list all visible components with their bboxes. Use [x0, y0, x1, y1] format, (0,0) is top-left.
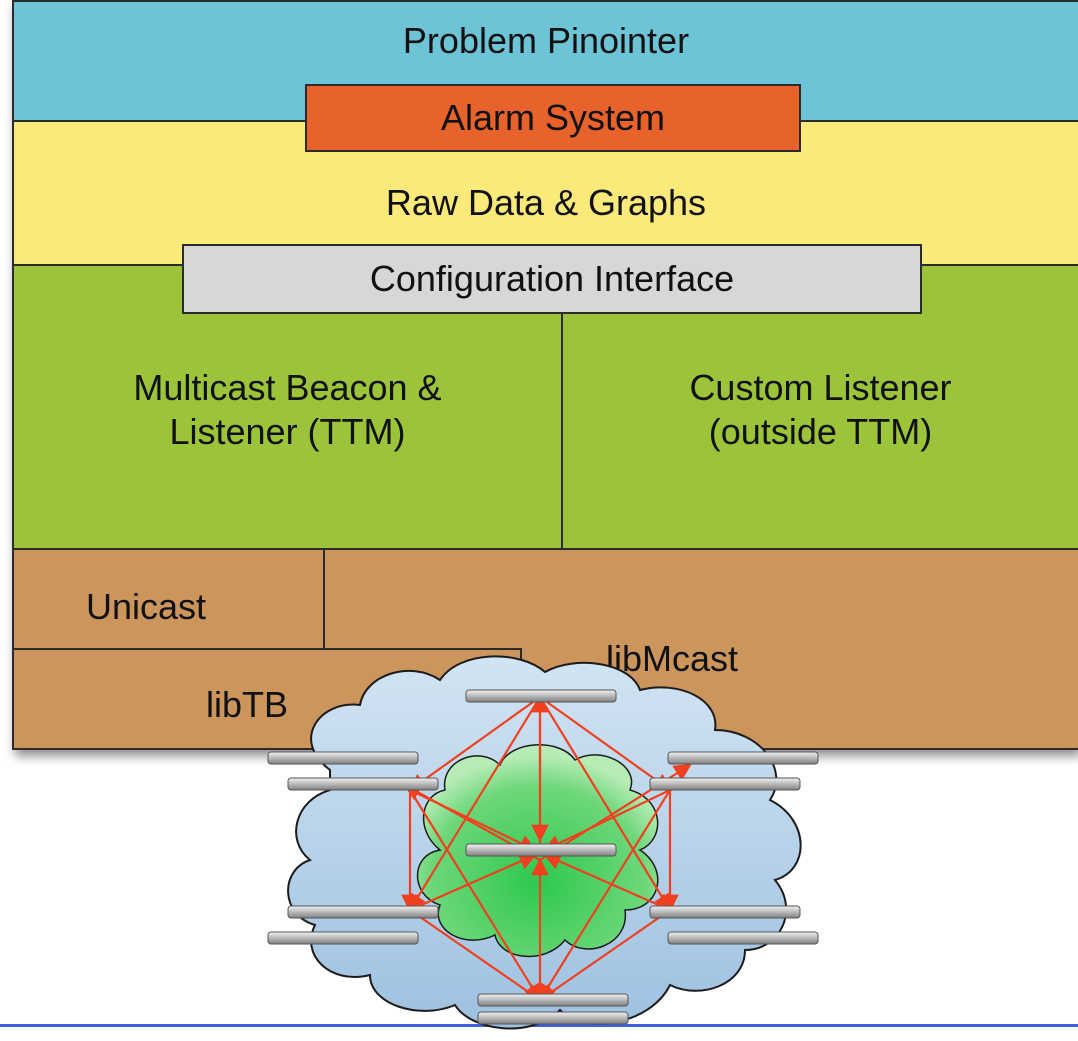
unicast-divider	[323, 550, 325, 650]
bottom-rule	[0, 1024, 1078, 1027]
libtb-top-rule	[14, 648, 522, 650]
raw-data-graphs-label: Raw Data & Graphs	[385, 182, 707, 224]
multicast-beacon-label: Multicast Beacon & Listener (TTM)	[133, 367, 442, 452]
alarm-system-box: Alarm System	[305, 84, 801, 152]
unicast-label: Unicast	[86, 586, 207, 627]
libmcast-label: libMcast	[606, 638, 739, 679]
problem-pinointer-label: Problem Pinointer	[402, 20, 690, 62]
listener-divider	[561, 314, 563, 550]
server-units	[267, 689, 819, 1025]
custom-listener-label: Custom Listener (outside TTM)	[689, 367, 952, 452]
network-links	[401, 694, 692, 1002]
configuration-interface-box: Configuration Interface	[182, 244, 922, 314]
libtb-label: libTB	[206, 684, 289, 725]
architecture-stack: Problem Pinointer Raw Data & Graphs Alar…	[12, 0, 1078, 750]
